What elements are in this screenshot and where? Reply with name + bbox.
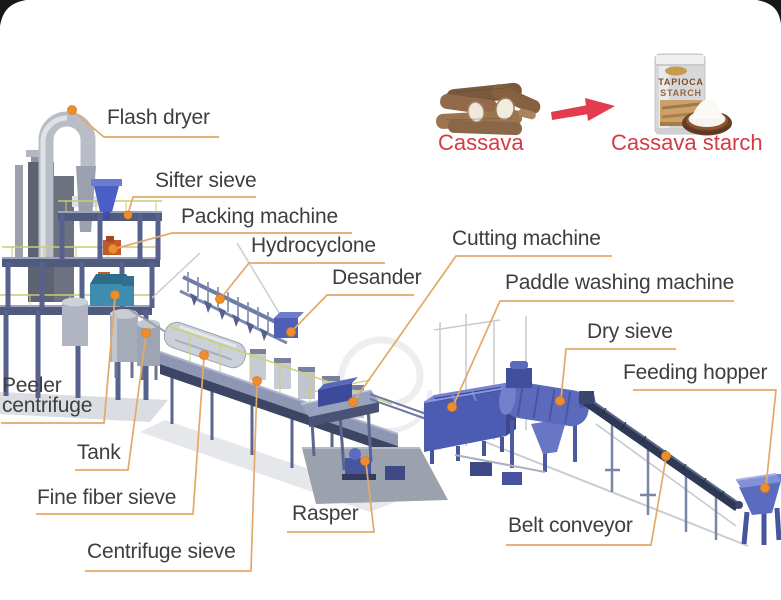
leader-desander: [291, 294, 414, 332]
label-packing-machine: Packing machine: [181, 205, 338, 228]
leader-peeler-centrifuge: [1, 296, 116, 424]
label-belt-conveyor: Belt conveyor: [508, 514, 633, 537]
label-desander: Desander: [332, 266, 422, 289]
package-text-line2: STARCH: [660, 88, 702, 98]
leader-feeding-hopper: [633, 389, 777, 487]
leader-packing-machine: [113, 232, 352, 250]
leader-flash-dryer: [72, 110, 219, 138]
rounded-corner-top-right: [757, 0, 781, 24]
leader-belt-conveyor: [506, 457, 667, 546]
sifter-sieve-machine: [91, 179, 122, 220]
leader-dry-sieve: [560, 348, 676, 400]
leader-tank: [75, 334, 147, 471]
label-cutting-machine: Cutting machine: [452, 227, 601, 250]
leader-fine-fiber-sieve: [36, 356, 205, 515]
rasper-platform: [300, 377, 448, 504]
leader-lines: [1, 110, 777, 572]
fine-fiber-sieve-drum: [163, 321, 247, 369]
cassava-roots-image: [436, 82, 541, 136]
rounded-corner-top-left: [0, 0, 26, 26]
starch-bowl-image: [682, 99, 732, 136]
leader-centrifuge-sieve: [85, 382, 258, 572]
label-cassava: Cassava: [438, 130, 524, 155]
label-dry-sieve: Dry sieve: [587, 320, 673, 343]
tapioca-starch-package-image: TAPIOCA STARCH: [654, 53, 732, 136]
cutting-machine-unit: [318, 377, 358, 407]
label-sifter-sieve: Sifter sieve: [155, 169, 257, 192]
leader-sifter-sieve: [127, 196, 256, 215]
leader-cutting-machine: [353, 255, 612, 402]
package-text-line1: TAPIOCA: [658, 77, 703, 87]
label-cassava-starch: Cassava starch: [611, 130, 763, 155]
label-flash-dryer: Flash dryer: [107, 106, 210, 129]
leader-paddle-washing: [452, 300, 734, 407]
feeding-hopper-machine: [735, 473, 781, 545]
leader-rasper: [287, 462, 375, 533]
peeler-centrifuge-machine: [90, 274, 134, 306]
label-fine-fiber-sieve: Fine fiber sieve: [37, 486, 177, 509]
label-hydrocyclone: Hydrocyclone: [251, 234, 376, 257]
anchor-dots: [67, 105, 770, 493]
dry-sieve-machine: [499, 361, 596, 472]
label-peeler-centrifuge: Peeler centrifuge: [2, 374, 93, 417]
drying-tower: [0, 111, 183, 422]
pump-units: [454, 454, 546, 485]
leader-hydrocyclone: [220, 262, 385, 299]
paddle-washing-machine-unit: [423, 381, 516, 464]
red-arrow-right-icon: [551, 98, 615, 121]
label-feeding-hopper: Feeding hopper: [623, 361, 768, 384]
label-centrifuge-sieve: Centrifuge sieve: [87, 540, 236, 563]
label-rasper: Rasper: [292, 502, 359, 525]
label-paddle-washing-machine: Paddle washing machine: [505, 271, 735, 294]
label-tank: Tank: [77, 441, 121, 464]
